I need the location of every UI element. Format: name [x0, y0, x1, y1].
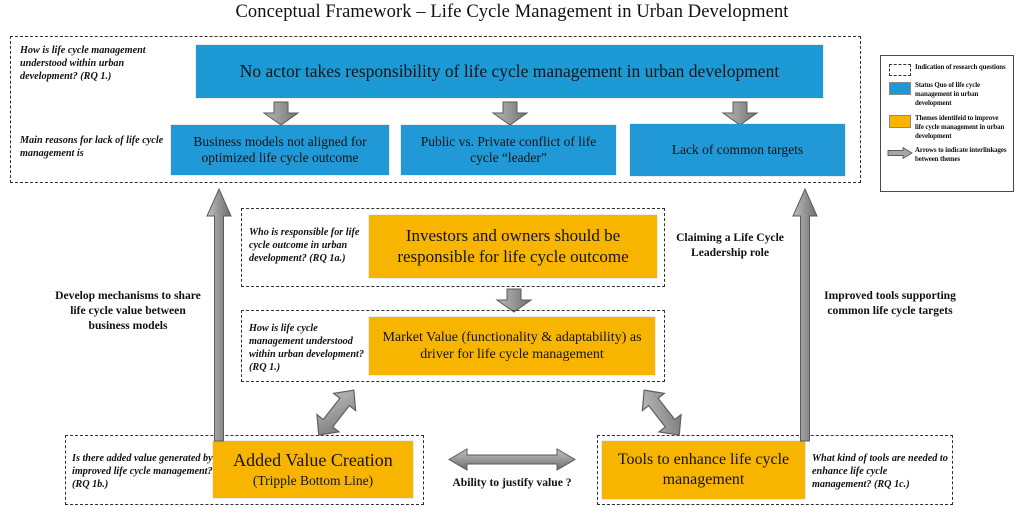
legend-item-label: Indication of research questions — [915, 64, 1006, 71]
added-value-title: Added Value Creation — [233, 449, 393, 470]
market-value-research-question-frame — [241, 310, 665, 382]
double-arrow-added-value-to-tools — [447, 447, 577, 472]
rq-note-market-value: How is life cycle management understood … — [249, 323, 364, 374]
down-arrow-to-public-private — [491, 101, 529, 126]
down-arrow-to-common-targets — [721, 101, 759, 126]
blue-rectangle-swatch-icon — [885, 81, 915, 95]
investors-research-question-frame — [241, 208, 665, 287]
rq-note-added-value: Is there added value generated by improv… — [72, 453, 213, 491]
rq-note-tools: What kind of tools are needed to enhance… — [812, 453, 948, 491]
theme-box-added-value: Added Value Creation (Tripple Bottom Lin… — [213, 441, 413, 498]
annotation-improved-tools: Improved tools supporting common life cy… — [824, 289, 956, 318]
up-arrow-added-value-to-status-quo — [205, 186, 233, 442]
rq-note-investors: Who is responsible for life cycle outcom… — [249, 227, 360, 265]
added-value-research-question-frame — [65, 435, 424, 505]
rq-note-status-quo-top: How is life cycle management understood … — [20, 45, 146, 83]
down-arrow-to-business-models — [262, 101, 300, 126]
gray-arrow-swatch-icon — [885, 146, 915, 160]
legend-item-label: Status Quo of life cycle management in u… — [915, 82, 980, 108]
annotation-develop-mechanisms: Develop mechanisms to share life cycle v… — [55, 289, 201, 333]
theme-box-investors: Investors and owners should be responsib… — [369, 215, 657, 278]
status-quo-research-question-frame — [10, 36, 861, 183]
double-arrow-market-value-to-added-value — [300, 382, 372, 444]
double-arrow-market-value-to-tools — [626, 382, 698, 444]
added-value-subtitle: (Tripple Bottom Line) — [252, 472, 374, 488]
legend-item-label: Arrows to indicate interlinkages between… — [915, 147, 1007, 164]
annotation-claiming-leadership-role: Claiming a Life Cycle Leadership role — [676, 231, 784, 260]
headline-status-quo-box: No actor takes responsibility of life cy… — [196, 45, 823, 98]
page-title: Conceptual Framework – Life Cycle Manage… — [235, 2, 789, 22]
cause-box-common-targets: Lack of common targets — [630, 124, 845, 176]
legend-panel: Indication of research questions Status … — [880, 55, 1014, 192]
legend-item-research-questions: Indication of research questions — [885, 63, 1007, 76]
legend-item-status-quo: Status Quo of life cycle management in u… — [885, 81, 1007, 109]
tools-research-question-frame — [597, 435, 953, 505]
legend-item-label: Themes identifeid to improve life cycle … — [915, 114, 1005, 140]
up-arrow-tools-to-status-quo — [791, 186, 819, 442]
rq-note-status-quo-bottom: Main reasons for lack of life cycle mana… — [20, 135, 164, 160]
cause-box-public-private: Public vs. Private conflict of life cycl… — [401, 125, 616, 175]
cause-box-business-models: Business models not aligned for optimize… — [171, 125, 389, 175]
legend-item-themes: Themes identifeid to improve life cycle … — [885, 114, 1007, 142]
annotation-ability-to-justify-value: Ability to justify value ? — [452, 476, 572, 489]
theme-box-market-value: Market Value (functionality & adaptabili… — [369, 317, 655, 375]
theme-box-tools: Tools to enhance life cycle management — [602, 441, 805, 499]
orange-rectangle-swatch-icon — [885, 114, 915, 128]
legend-item-arrows: Arrows to indicate interlinkages between… — [885, 146, 1007, 164]
down-arrow-investors-to-market-value — [495, 288, 533, 313]
dashed-rectangle-swatch-icon — [885, 63, 915, 76]
